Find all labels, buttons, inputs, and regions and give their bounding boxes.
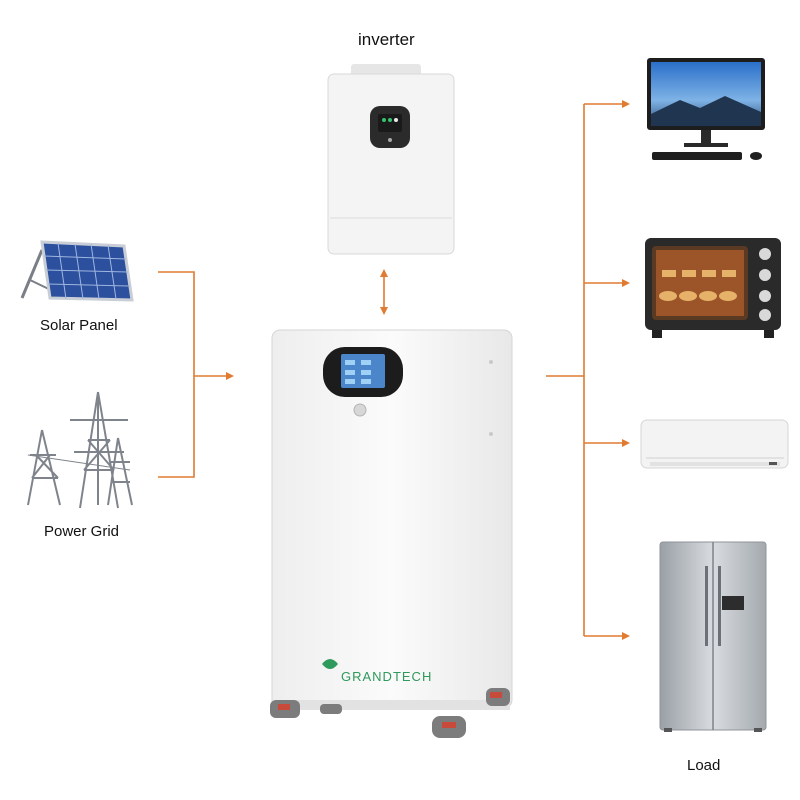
power-grid-tower-icon xyxy=(27,391,133,509)
input-connector xyxy=(158,271,234,478)
inverter-unit-icon xyxy=(327,64,455,255)
solar-panel-label: Solar Panel xyxy=(40,317,118,334)
power-grid-label: Power Grid xyxy=(44,523,120,540)
solar-panel-icon xyxy=(20,240,134,302)
output-connector xyxy=(546,100,630,640)
air-conditioner-icon xyxy=(640,419,789,469)
battery-cabinet-icon xyxy=(270,329,513,738)
computer-monitor-icon xyxy=(647,58,765,160)
inverter-label: inverter xyxy=(358,30,415,49)
load-label: Load xyxy=(687,757,721,774)
toaster-oven-icon xyxy=(645,238,781,338)
brand-logo: GRANDTECH xyxy=(341,669,433,684)
refrigerator-icon xyxy=(659,541,767,732)
